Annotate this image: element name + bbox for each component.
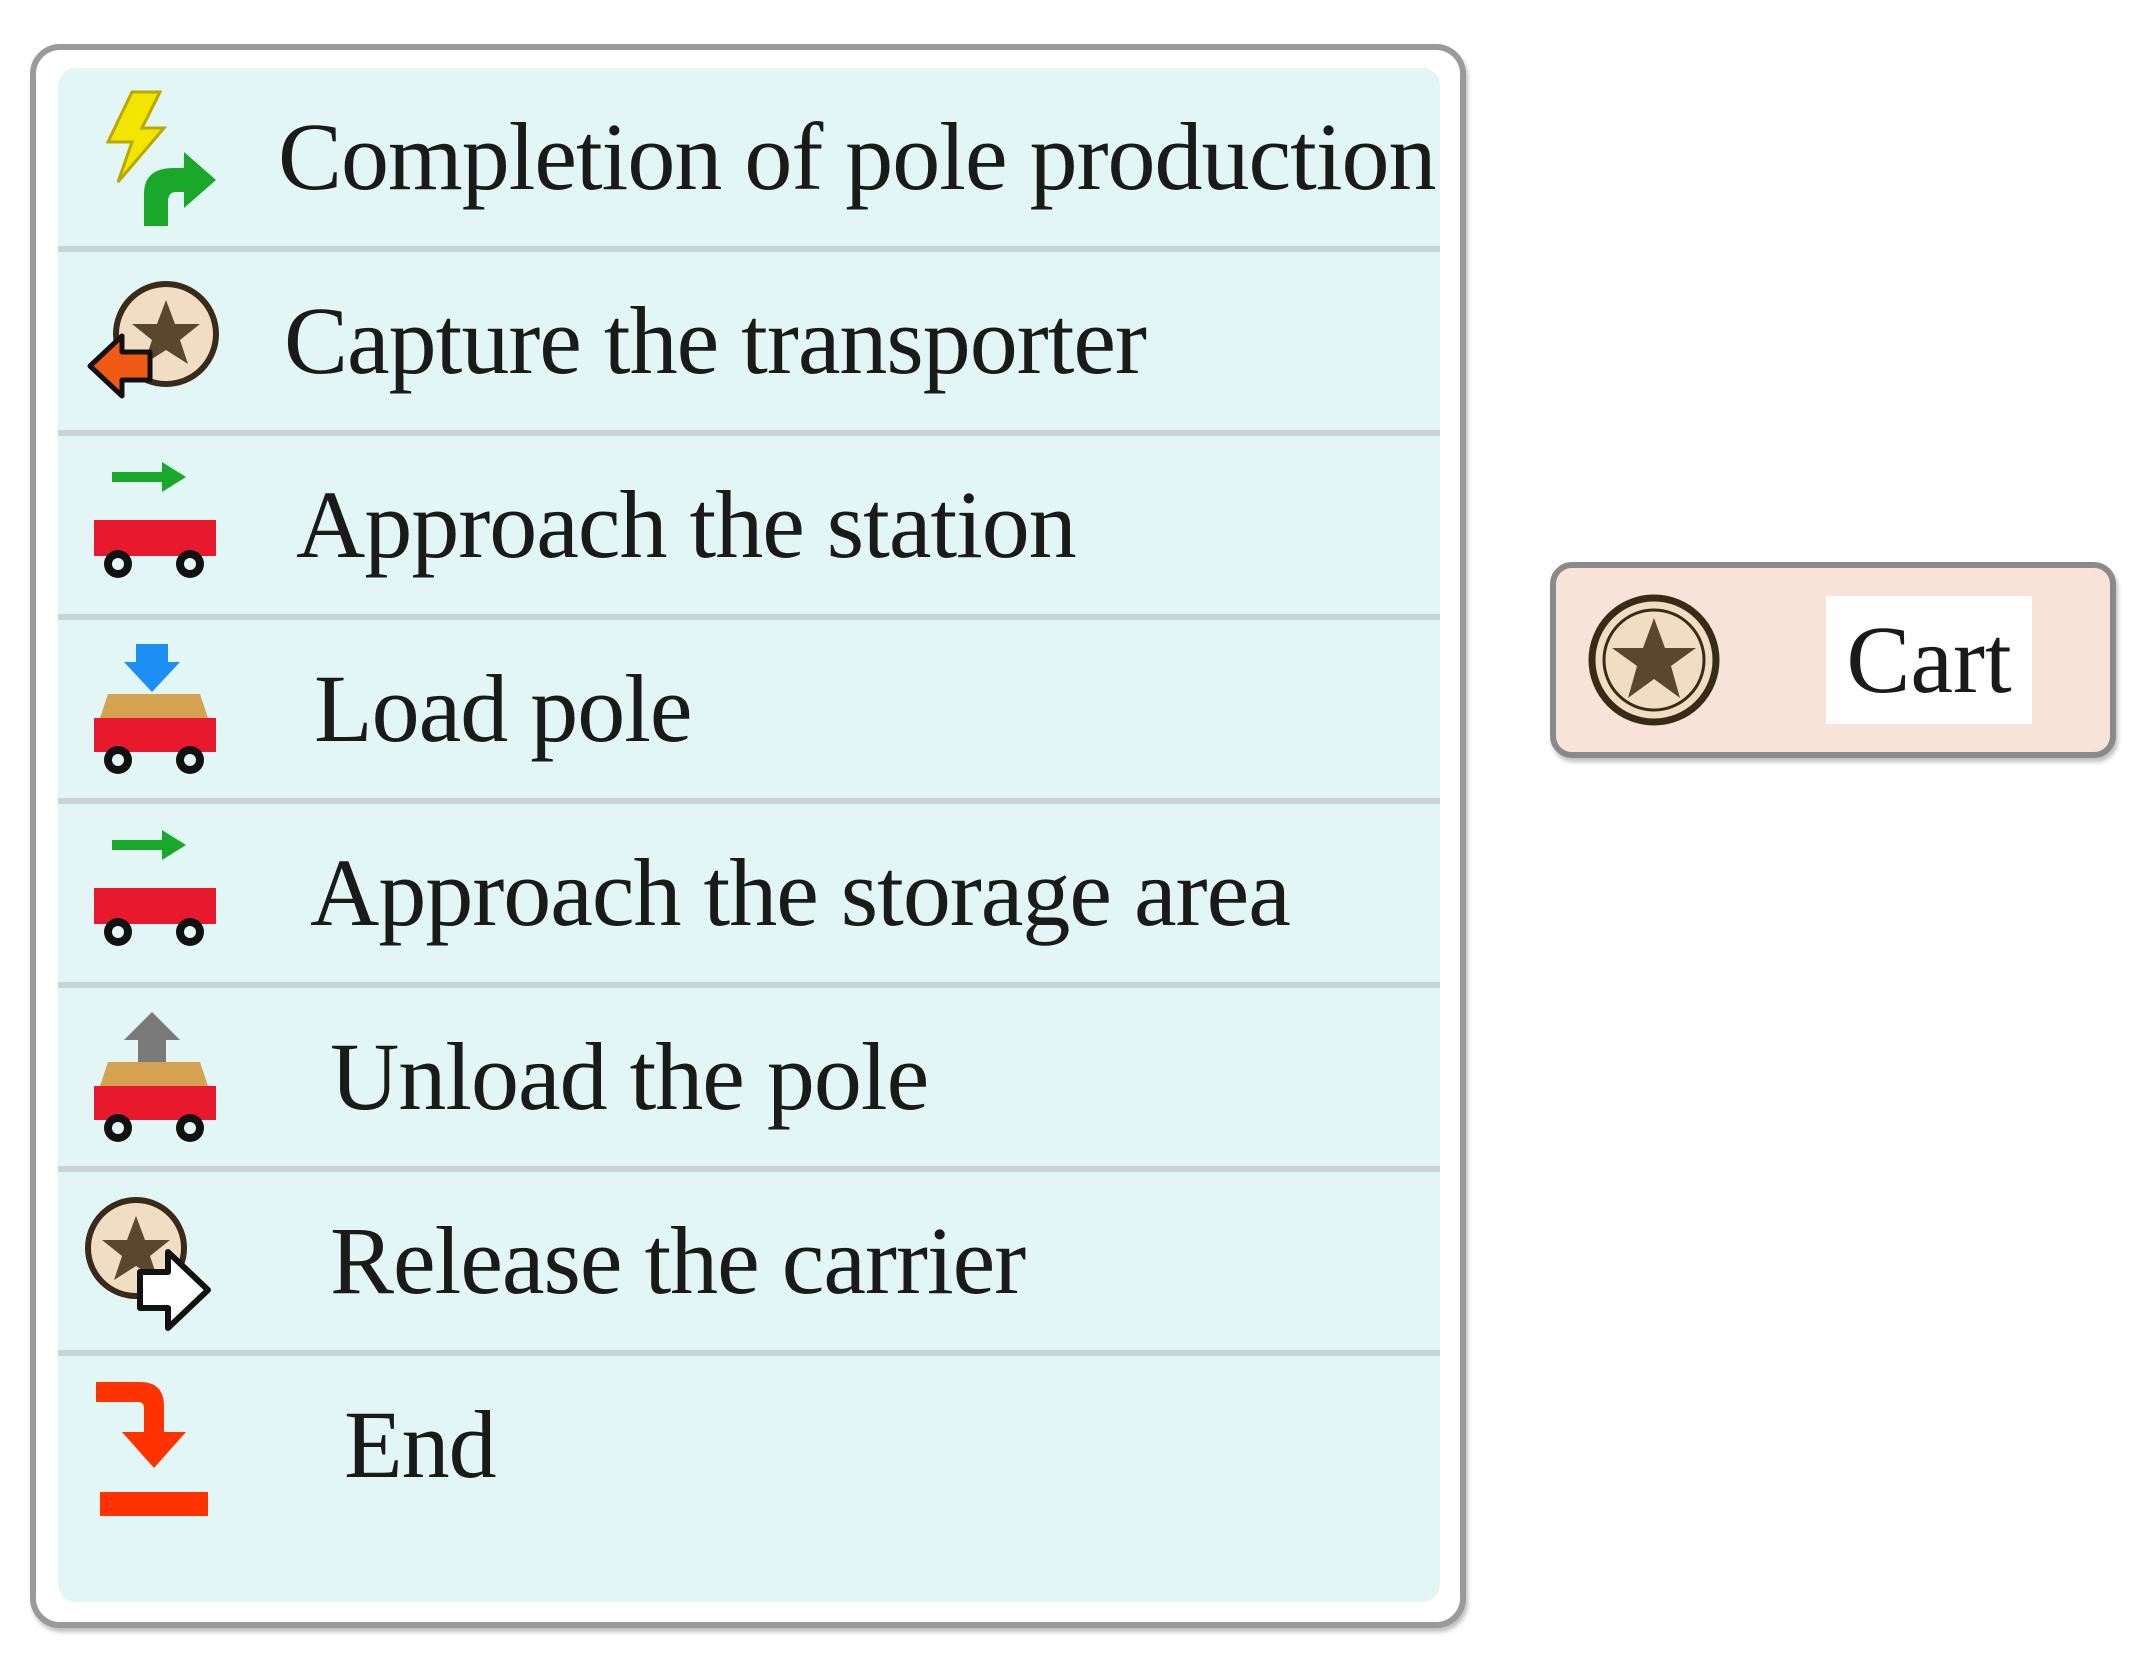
step-load-pole[interactable]: Load pole	[58, 620, 1440, 804]
step-capture-the-transporter[interactable]: Capture the transporter	[58, 252, 1440, 436]
sink-end-icon	[84, 1374, 224, 1524]
step-label: Unload the pole	[330, 1023, 929, 1130]
cart-move-icon	[84, 454, 224, 604]
lightning-arrow-icon	[84, 86, 224, 236]
process-block[interactable]: Completion of pole production Capture th…	[30, 44, 1466, 1628]
step-label: Release the carrier	[330, 1207, 1026, 1314]
cart-move-icon	[84, 822, 224, 972]
seize-resource-icon	[84, 270, 224, 420]
step-unload-the-pole[interactable]: Unload the pole	[58, 988, 1440, 1172]
step-release-the-carrier[interactable]: Release the carrier	[58, 1172, 1440, 1356]
step-label: Capture the transporter	[284, 287, 1147, 394]
step-end[interactable]: End	[58, 1356, 1440, 1540]
cart-load-icon	[84, 638, 224, 788]
step-approach-the-storage-area[interactable]: Approach the storage area	[58, 804, 1440, 988]
step-label: End	[344, 1391, 497, 1498]
step-label: Completion of pole production	[278, 103, 1436, 210]
cart-unload-icon	[84, 1006, 224, 1156]
resource-cart[interactable]: Cart	[1550, 562, 2116, 758]
step-completion-of-pole-production[interactable]: Completion of pole production	[58, 68, 1440, 252]
step-approach-the-station[interactable]: Approach the station	[58, 436, 1440, 620]
process-step-list: Completion of pole production Capture th…	[58, 68, 1440, 1602]
release-resource-icon	[84, 1190, 224, 1340]
step-label: Load pole	[314, 655, 693, 762]
star-badge-icon	[1584, 590, 1724, 730]
resource-label: Cart	[1826, 596, 2032, 724]
step-label: Approach the station	[296, 471, 1077, 578]
step-label: Approach the storage area	[310, 839, 1291, 946]
